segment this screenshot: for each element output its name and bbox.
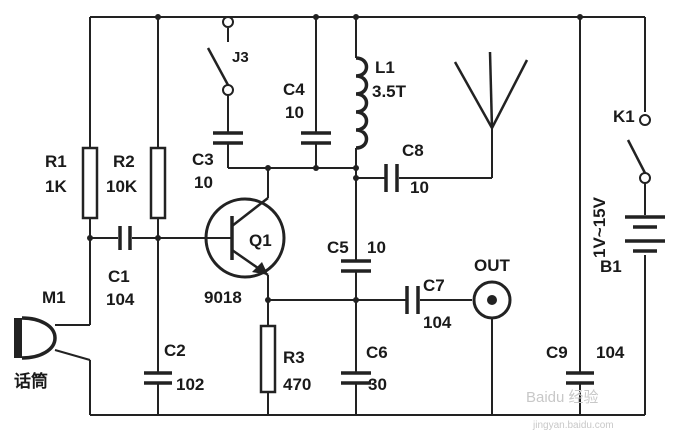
label-q1-name: Q1 (249, 231, 272, 250)
label-c3-value: 10 (194, 173, 213, 192)
inductor-l1 (355, 56, 369, 150)
watermark-logo: Baidu 经验 (526, 389, 599, 406)
resistor-r1 (81, 146, 99, 220)
label-r2-value: 10K (106, 177, 138, 196)
labels: R1 1K R2 10K C1 104 C2 102 C3 10 J3 C4 1… (14, 49, 635, 431)
microphone-icon (14, 316, 57, 360)
capacitor-c5 (341, 259, 371, 273)
label-k1-name: K1 (613, 107, 635, 126)
junction (353, 165, 359, 171)
capacitor-c6 (341, 371, 371, 385)
output-connector-icon (472, 280, 512, 320)
label-c9-value: 104 (596, 343, 625, 362)
resistor-r3 (259, 324, 277, 394)
label-c6-name: C6 (366, 343, 388, 362)
label-c8-name: C8 (402, 141, 424, 160)
junction (353, 175, 359, 181)
capacitor-c4 (301, 131, 331, 145)
label-r1-value: 1K (45, 177, 67, 196)
watermark-url: jingyan.baidu.com (532, 420, 614, 431)
label-c4-name: C4 (283, 80, 305, 99)
label-c6-value: 30 (368, 375, 387, 394)
label-out: OUT (474, 256, 511, 275)
switch-k1 (626, 114, 651, 184)
capacitor-c2 (144, 371, 172, 385)
junction (155, 235, 161, 241)
capacitor-c1 (118, 226, 132, 250)
label-m1-value: 话筒 (14, 371, 48, 391)
label-b1-name: B1 (600, 257, 622, 276)
label-c4-value: 10 (285, 103, 304, 122)
label-r3-name: R3 (283, 348, 305, 367)
junction (313, 14, 319, 20)
label-l1-value: 3.5T (372, 82, 407, 101)
wires (54, 16, 646, 416)
label-c7-name: C7 (423, 276, 445, 295)
label-c1-value: 104 (106, 290, 135, 309)
junction (87, 235, 93, 241)
capacitor-c7 (405, 286, 420, 314)
capacitor-c9 (566, 371, 594, 385)
label-r2-name: R2 (113, 152, 135, 171)
label-l1-name: L1 (375, 58, 395, 77)
label-r1-name: R1 (45, 152, 67, 171)
jumper-j3 (206, 16, 234, 96)
label-c2-value: 102 (176, 375, 204, 394)
capacitor-c3 (213, 131, 243, 145)
label-c1-name: C1 (108, 267, 130, 286)
label-c9-name: C9 (546, 343, 568, 362)
label-c3-name: C3 (192, 150, 214, 169)
label-c5-value: 10 (367, 238, 386, 257)
junction (353, 297, 359, 303)
junction (265, 165, 271, 171)
junction (313, 165, 319, 171)
capacitor-c8 (384, 164, 399, 192)
junctions (87, 14, 583, 303)
junction (353, 14, 359, 20)
transistor-q1 (204, 197, 286, 279)
label-m1-name: M1 (42, 288, 66, 307)
label-c8-value: 10 (410, 178, 429, 197)
antenna-icon (453, 51, 529, 129)
junction (577, 14, 583, 20)
label-c2-name: C2 (164, 341, 186, 360)
label-c5-name: C5 (327, 238, 349, 257)
battery-b1 (625, 215, 665, 253)
resistor-r2 (149, 146, 167, 220)
label-b1-value: 1V~15V (590, 196, 609, 258)
label-c7-value: 104 (423, 313, 452, 332)
junction (155, 14, 161, 20)
label-q1-value: 9018 (204, 288, 242, 307)
junction (265, 297, 271, 303)
label-j3-name: J3 (232, 49, 249, 66)
label-r3-value: 470 (283, 375, 311, 394)
